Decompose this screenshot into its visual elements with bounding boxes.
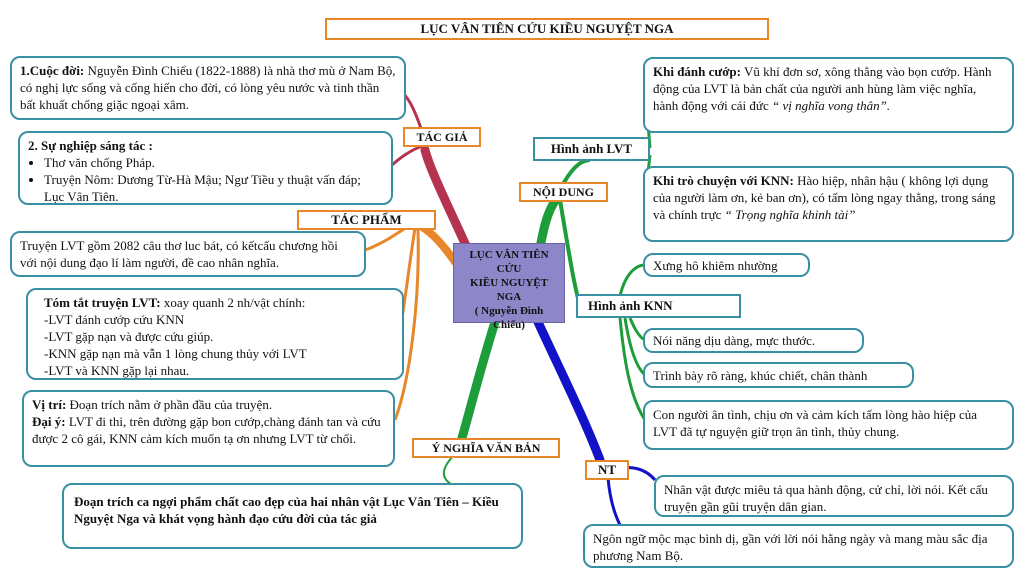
nt2-text: Ngôn ngữ mộc mạc bình dị, gần với lời nó…: [593, 531, 988, 563]
nt1-text: Nhân vật được miêu tả qua hành động, cử …: [664, 482, 988, 514]
center-line-4: Chiểu): [493, 319, 525, 331]
box-vi-tri: Vị trí: Đoạn trích nằm ở phần đầu của tr…: [22, 390, 395, 467]
page-title: LỤC VÂN TIÊN CỨU KIỀU NGUYỆT NGA: [325, 18, 769, 40]
link-con-nguoi: [618, 317, 647, 421]
link-xung-ho: [618, 263, 646, 297]
tom-tat-item: -LVT gặp nạn và được cứu giúp.: [44, 329, 214, 344]
branch-tac-gia: [420, 145, 473, 255]
tag-hinh-anh-knn: Hình ảnh KNN: [576, 294, 741, 318]
box-truyen-lvt: Truyện LVT gồm 2082 câu thơ luc bát, có …: [10, 231, 366, 277]
box-cuoc-doi: 1.Cuộc đời: Nguyễn Đình Chiểu (1822-1888…: [10, 56, 406, 120]
box-y-nghia: Đoạn trích ca ngợi phẩm chất cao đẹp của…: [62, 483, 523, 549]
box-xung-ho: Xưng hô khiêm nhường: [643, 253, 810, 277]
box-nt2: Ngôn ngữ mộc mạc bình dị, gần với lời nó…: [583, 524, 1014, 568]
khi-danh-cuop-label: Khi đánh cướp:: [653, 64, 741, 79]
box-con-nguoi: Con người ân tình, chịu ơn và cảm kích t…: [643, 400, 1014, 450]
center-line-3: ( Nguyễn Đình: [474, 305, 544, 317]
branch-nt: [533, 317, 605, 465]
link-nt2: [606, 477, 622, 526]
trinh-bay-text: Trình bày rõ ràng, khúc chiết, chân thàn…: [653, 368, 868, 383]
link-su-nghiep: [391, 143, 426, 167]
xung-ho-text: Xưng hô khiêm nhường: [653, 258, 778, 273]
khi-tro-chuyen-text: Hào hiệp, nhân hậu ( không lợi dụng của …: [653, 173, 996, 222]
box-khi-danh-cuop: Khi đánh cướp: Vũ khí đơn sơ, xông thẳng…: [643, 57, 1014, 133]
center-line-2: KIỀU NGUYỆT NGA: [470, 277, 548, 303]
box-su-nghiep: 2. Sự nghiệp sáng tác : Thơ văn chống Ph…: [18, 131, 393, 205]
tom-tat-item: -KNN gặp nạn mà vẫn 1 lòng chung thủy vớ…: [44, 346, 307, 361]
khi-tro-chuyen-label: Khi trò chuyện với KNN:: [653, 173, 794, 188]
noi-nang-text: Nói năng dịu dàng, mực thước.: [653, 333, 816, 348]
truyen-lvt-text: Truyện LVT gồm 2082 câu thơ luc bát, có …: [20, 238, 338, 270]
tom-tat-item: -LVT và KNN gặp lại nhau.: [44, 363, 190, 378]
box-trinh-bay: Trình bày rõ ràng, khúc chiết, chân thàn…: [643, 362, 914, 388]
vi-tri-text: Đoạn trích nằm ở phần đầu của truyện.: [66, 397, 273, 412]
tag-y-nghia: Ý NGHĨA VĂN BẢN: [412, 438, 560, 458]
tag-hinh-anh-lvt: Hình ảnh LVT: [533, 137, 650, 161]
tag-nt: NT: [585, 460, 629, 480]
tom-tat-item: -LVT đánh cướp cứu KNN: [44, 312, 185, 327]
box-noi-nang: Nói năng dịu dàng, mực thước.: [643, 328, 864, 353]
central-topic: LỤC VÂN TIÊN CỨU KIỀU NGUYỆT NGA ( Nguyễ…: [453, 243, 565, 331]
box-khi-tro-chuyen: Khi trò chuyện với KNN: Hào hiệp, nhân h…: [643, 166, 1014, 242]
vi-tri-label: Vị trí:: [32, 397, 67, 412]
cuoc-doi-label: 1.Cuộc đời:: [20, 63, 85, 78]
khi-tro-chuyen-quote: “ Trọng nghĩa khinh tài”: [724, 207, 856, 222]
su-nghiep-item: Truyện Nôm: Dương Từ-Hà Mậu; Ngư Tiều y …: [44, 171, 383, 205]
tag-tac-pham: TÁC PHẨM: [297, 210, 436, 230]
box-tom-tat: Tóm tắt truyện LVT: xoay quanh 2 nh/vật …: [26, 288, 404, 380]
con-nguoi-text: Con người ân tình, chịu ơn và cảm kích t…: [653, 407, 978, 439]
tom-tat-text: xoay quanh 2 nh/vật chính:: [160, 295, 306, 310]
center-line-1: LỤC VÂN TIÊN CỨU: [469, 249, 549, 275]
box-nt1: Nhân vật được miêu tả qua hành động, cử …: [654, 475, 1014, 517]
su-nghiep-item: Thơ văn chống Pháp.: [44, 154, 383, 171]
khi-danh-cuop-quote: “ vị nghĩa vong thân”.: [771, 98, 891, 113]
khi-danh-cuop-text: Vũ khí đơn sơ, xông thẳng vào bọn cướp. …: [653, 64, 992, 113]
branch-y-nghia: [457, 317, 500, 443]
su-nghiep-label: 2. Sự nghiệp sáng tác :: [28, 138, 153, 153]
cuoc-doi-text: Nguyễn Đình Chiểu (1822-1888) là nhà thơ…: [20, 63, 396, 112]
tag-tac-gia: TÁC GIẢ: [403, 127, 481, 147]
y-nghia-text: Đoạn trích ca ngợi phẩm chất cao đẹp của…: [74, 494, 499, 526]
dai-y-text: LVT đi thi, trên đường gặp bon cướp,chàn…: [32, 414, 381, 446]
link-vi-tri: [393, 229, 420, 421]
dai-y-label: Đại ý:: [32, 414, 66, 429]
tag-noi-dung: NỘI DUNG: [519, 182, 608, 202]
tom-tat-label: Tóm tắt truyện LVT:: [44, 295, 161, 310]
branch-noi-dung: [535, 190, 565, 253]
